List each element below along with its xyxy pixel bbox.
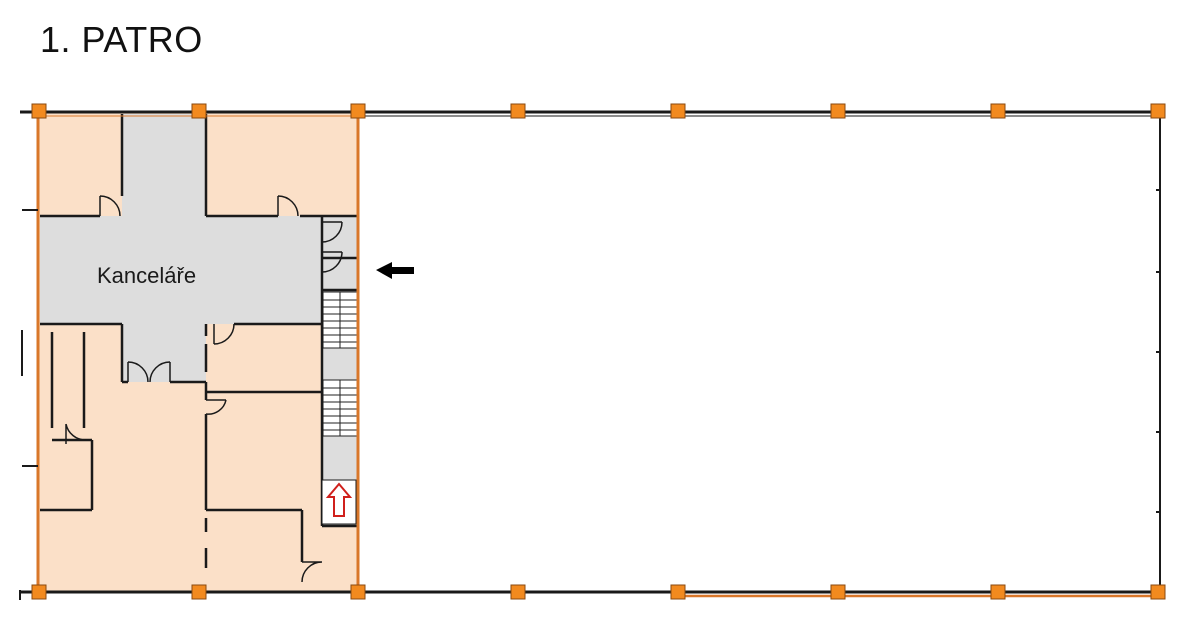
door-swings <box>65 195 343 583</box>
exterior-walls <box>19 110 1161 600</box>
column <box>830 584 846 600</box>
room-label-offices: Kanceláře <box>97 263 196 288</box>
stair-strip-area <box>322 216 358 526</box>
column <box>191 584 207 600</box>
page-title: 1. PATRO <box>40 19 203 60</box>
corridor-area <box>40 114 322 382</box>
column <box>990 584 1006 600</box>
staircase-lower <box>322 379 358 437</box>
column <box>1150 103 1166 119</box>
interior-walls <box>40 114 358 568</box>
staircase-upper <box>322 291 358 349</box>
column <box>1150 584 1166 600</box>
structural-columns <box>31 103 1166 600</box>
column <box>990 103 1006 119</box>
column <box>191 103 207 119</box>
column <box>670 103 686 119</box>
column <box>31 103 47 119</box>
column <box>510 103 526 119</box>
arrow-left-icon <box>376 262 414 279</box>
column <box>31 584 47 600</box>
arrow-up-outline-icon <box>321 479 357 525</box>
column <box>350 103 366 119</box>
column <box>670 584 686 600</box>
column <box>350 584 366 600</box>
column <box>510 584 526 600</box>
column <box>830 103 846 119</box>
